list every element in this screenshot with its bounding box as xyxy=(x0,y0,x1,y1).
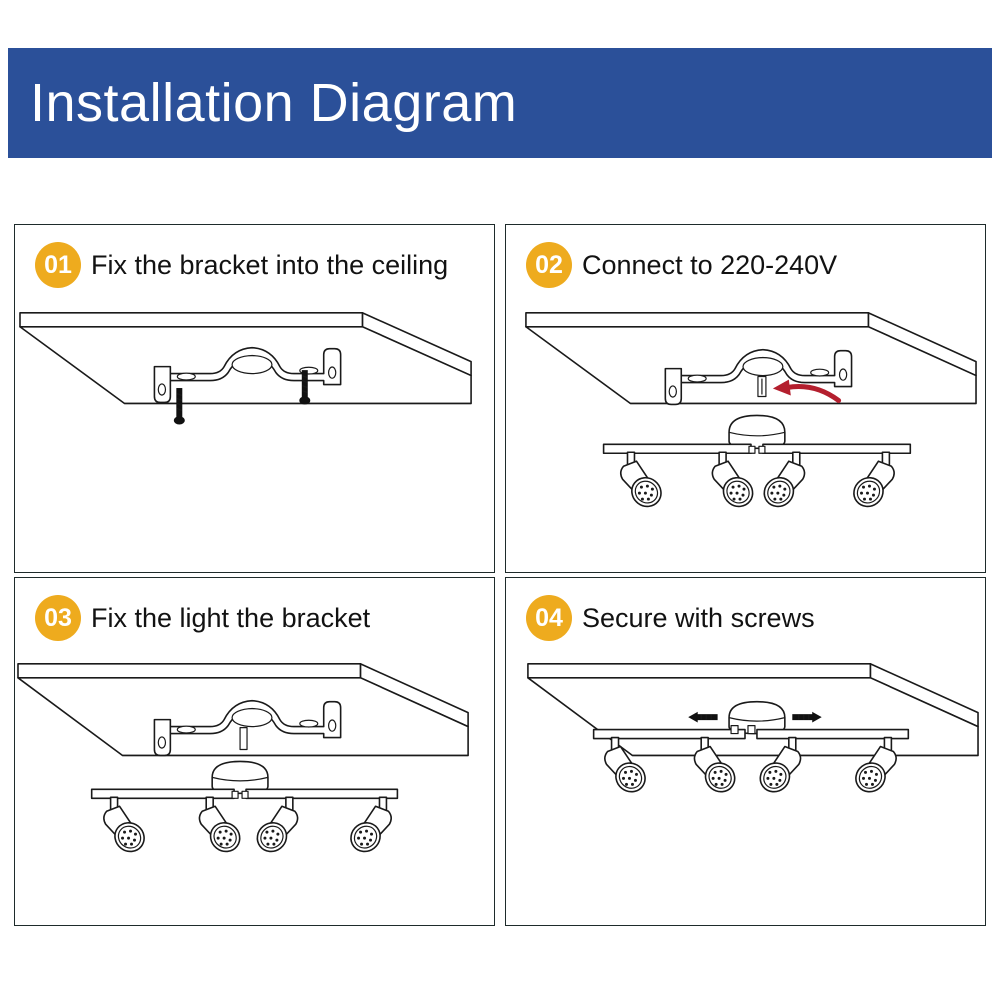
ceiling-canopy-cap xyxy=(728,700,786,735)
spotlight-head xyxy=(853,451,895,508)
mounting-bracket xyxy=(664,348,853,406)
step-number-01: 01 xyxy=(44,250,72,279)
step-badge-04: 04 xyxy=(526,595,572,641)
step-panel-01: 01 Fix the bracket into the ceiling xyxy=(14,224,495,573)
step-header-04: 04 Secure with screws xyxy=(526,592,815,644)
step-badge-01: 01 xyxy=(35,242,81,288)
page-title: Installation Diagram xyxy=(30,73,518,133)
step-header-02: 02 Connect to 220-240V xyxy=(526,239,837,291)
screw-right xyxy=(299,370,311,405)
illustration-step-01 xyxy=(19,312,472,425)
spotlight-track-bar xyxy=(592,725,910,740)
illustration-step-04 xyxy=(527,663,979,793)
screw-left xyxy=(173,388,185,425)
connector-pin xyxy=(757,375,767,398)
spotlight-head xyxy=(759,736,802,793)
spotlight-head xyxy=(604,736,646,793)
spotlight-head xyxy=(855,736,897,793)
step-label-01: Fix the bracket into the ceiling xyxy=(91,249,449,280)
spotlight-head xyxy=(198,796,241,853)
step-number-03: 03 xyxy=(44,603,72,632)
step-badge-02: 02 xyxy=(526,242,572,288)
spotlight-head xyxy=(103,796,145,853)
screw-left xyxy=(688,711,718,723)
spotlight-head xyxy=(763,451,806,508)
spotlight-head xyxy=(711,451,754,508)
screw-right xyxy=(792,711,822,723)
rotate-arrow-icon xyxy=(772,379,842,403)
spotlight-head xyxy=(256,796,299,853)
illustration-step-02 xyxy=(525,312,977,508)
step-badge-03: 03 xyxy=(35,595,81,641)
step-label-03: Fix the light the bracket xyxy=(91,602,371,633)
spotlight-head xyxy=(350,796,392,853)
spotlight-track-bar xyxy=(602,443,912,455)
step-label-04: Secure with screws xyxy=(582,602,815,633)
step-label-02: Connect to 220-240V xyxy=(582,249,838,280)
illustration-step-03 xyxy=(17,663,469,853)
step-number-04: 04 xyxy=(535,603,563,632)
mounting-bracket xyxy=(153,699,342,757)
spotlight-track-bar xyxy=(90,788,399,800)
step-header-01: 01 Fix the bracket into the ceiling xyxy=(35,239,448,291)
spotlight-head xyxy=(693,736,736,793)
step-header-03: 03 Fix the light the bracket xyxy=(35,592,370,644)
step-panel-04: 04 Secure with screws xyxy=(505,577,986,926)
ceiling-canopy-cap xyxy=(728,414,786,450)
spotlight-head xyxy=(619,451,662,508)
step-panel-02: 02 Connect to 220-240V xyxy=(505,224,986,573)
header-banner: Installation Diagram xyxy=(8,48,992,158)
steps-grid: 01 Fix the bracket into the ceiling xyxy=(14,224,986,926)
step-number-02: 02 xyxy=(535,250,563,279)
step-panel-03: 03 Fix the light the bracket xyxy=(14,577,495,926)
